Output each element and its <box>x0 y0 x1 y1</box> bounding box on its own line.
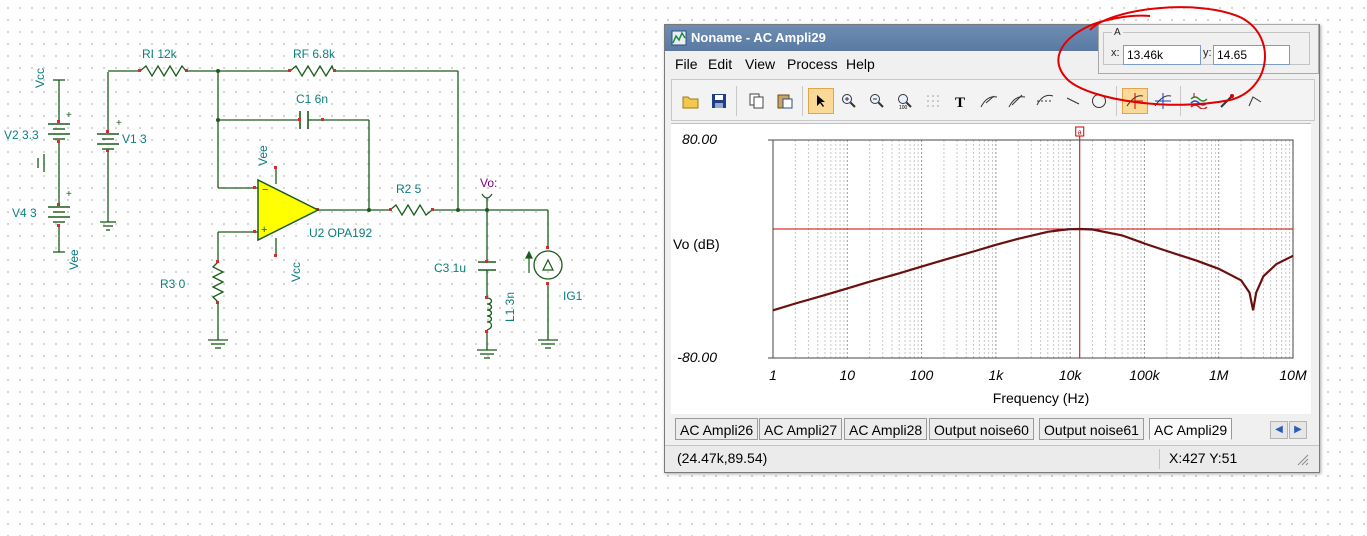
cursor-readout-panel[interactable]: A x: y: <box>1098 24 1319 74</box>
curve-label-icon[interactable] <box>976 88 1002 114</box>
curve-label2-icon[interactable] <box>1004 88 1030 114</box>
l1-label: L1 3n <box>503 292 517 322</box>
zoom-100-icon[interactable]: 100 <box>892 88 918 114</box>
window-title: Noname - AC Ampli29 <box>691 30 826 45</box>
x-axis-label: Frequency (Hz) <box>993 390 1089 406</box>
cursor-x-input[interactable] <box>1123 45 1201 65</box>
menu-process[interactable]: Process <box>787 56 838 72</box>
cursor-a-legend: A <box>1114 27 1121 38</box>
opamp-vee-label: Vee <box>256 145 270 166</box>
gain-curve <box>772 227 1294 312</box>
grid-icon[interactable] <box>920 88 946 114</box>
tab-scroll-left-button[interactable]: ◀ <box>1270 421 1288 439</box>
bode-plot[interactable]: 80.00 -80.00 Vo (dB) Frequency (Hz) 1 10 1… <box>671 124 1311 414</box>
r2-label: R2 5 <box>396 182 422 196</box>
save-icon[interactable] <box>706 88 732 114</box>
svg-text:100: 100 <box>899 105 908 109</box>
cursor-marker-label: a <box>1078 130 1082 137</box>
v1-label: V1 3 <box>122 132 147 146</box>
ri-label: RI 12k <box>142 47 178 61</box>
status-coordinates: (24.47k,89.54) <box>677 450 768 466</box>
x-field-label: x: <box>1111 47 1120 59</box>
y-axis-label: Vo (dB) <box>673 236 720 252</box>
current-source-symbol[interactable] <box>533 250 563 280</box>
u2-label: U2 OPA192 <box>309 226 372 240</box>
cursor-b-icon[interactable] <box>1150 88 1176 114</box>
tab-ac-ampli27[interactable]: AC Ampli27 <box>759 418 843 440</box>
c1-label: C1 6n <box>296 92 328 106</box>
tab-scroll-right-button[interactable]: ▶ <box>1289 421 1307 439</box>
menu-view[interactable]: View <box>745 56 776 72</box>
ytick-top: 80.00 <box>682 131 717 147</box>
r3-label: R3 0 <box>160 277 186 291</box>
menu-edit[interactable]: Edit <box>708 56 733 72</box>
c3-label: C3 1u <box>434 261 466 275</box>
v2-label: V2 3.3 <box>4 128 39 142</box>
rf-label: RF 6.8k <box>293 47 336 61</box>
x-tick-label: 1M <box>1209 367 1229 383</box>
tab-output-noise61[interactable]: Output noise61 <box>1039 418 1144 440</box>
menu-file[interactable]: File <box>675 56 698 72</box>
cursor-y-input[interactable] <box>1213 45 1290 65</box>
toolbar: 100 T <box>671 79 1315 121</box>
status-xy: X:427 Y:51 <box>1169 450 1238 466</box>
svg-text:+: + <box>66 189 72 200</box>
tab-output-noise60[interactable]: Output noise60 <box>929 418 1034 440</box>
x-tick-label: 1 <box>769 367 777 383</box>
x-tick-label: 10 <box>839 367 855 383</box>
paste-icon[interactable] <box>772 88 798 114</box>
open-icon[interactable] <box>678 88 704 114</box>
vcc-label: Vcc <box>33 68 47 88</box>
opamp-symbol[interactable] <box>257 178 320 242</box>
zoom-out-icon[interactable] <box>864 88 890 114</box>
pointer-icon[interactable] <box>808 88 834 114</box>
circle-icon[interactable] <box>1086 88 1112 114</box>
vo-label: Vo: <box>480 176 497 190</box>
plot-area[interactable]: 80.00 -80.00 Vo (dB) Frequency (Hz) 1 10 1… <box>671 123 1311 414</box>
x-tick-label: 10M <box>1279 367 1307 383</box>
formula-icon[interactable] <box>1032 88 1058 114</box>
analysis-window[interactable]: Noname - AC Ampli29 File Edit View Proce… <box>664 24 1320 473</box>
schematic-canvas[interactable]: + + + − + <box>0 0 660 536</box>
probe-icon[interactable] <box>1214 88 1240 114</box>
waves-icon[interactable] <box>1186 88 1212 114</box>
copy-icon[interactable] <box>744 88 770 114</box>
vee-label: Vee <box>67 249 81 270</box>
svg-text:T: T <box>955 95 965 109</box>
app-icon <box>671 30 687 46</box>
svg-text:+: + <box>261 224 267 236</box>
y-field-label: y: <box>1203 47 1212 59</box>
corner-icon[interactable] <box>1242 88 1268 114</box>
text-icon[interactable]: T <box>948 88 974 114</box>
opamp-vcc-label: Vcc <box>289 262 303 282</box>
x-tick-label: 1k <box>988 367 1004 383</box>
tab-ac-ampli28[interactable]: AC Ampli28 <box>844 418 928 440</box>
status-bar: (24.47k,89.54) X:427 Y:51 <box>665 445 1319 472</box>
x-tick-label: 100k <box>1129 367 1160 383</box>
resize-grip-icon[interactable] <box>1295 452 1309 466</box>
cursor-handle[interactable] <box>1075 126 1085 137</box>
svg-text:+: + <box>66 110 72 121</box>
line-icon[interactable] <box>1060 88 1086 114</box>
cursor-a-icon[interactable] <box>1122 88 1148 114</box>
x-tick-label: 10k <box>1059 367 1083 383</box>
svg-text:−: − <box>262 184 268 196</box>
zoom-in-icon[interactable] <box>836 88 862 114</box>
x-tick-label: 100 <box>910 367 934 383</box>
svg-text:+: + <box>116 118 122 129</box>
v4-label: V4 3 <box>12 206 37 220</box>
menu-help[interactable]: Help <box>846 56 875 72</box>
ytick-bottom: -80.00 <box>677 349 717 365</box>
tab-ac-ampli26[interactable]: AC Ampli26 <box>675 418 759 440</box>
ig1-label: IG1 <box>563 289 583 303</box>
tab-ac-ampli29[interactable]: AC Ampli29 <box>1149 418 1233 440</box>
